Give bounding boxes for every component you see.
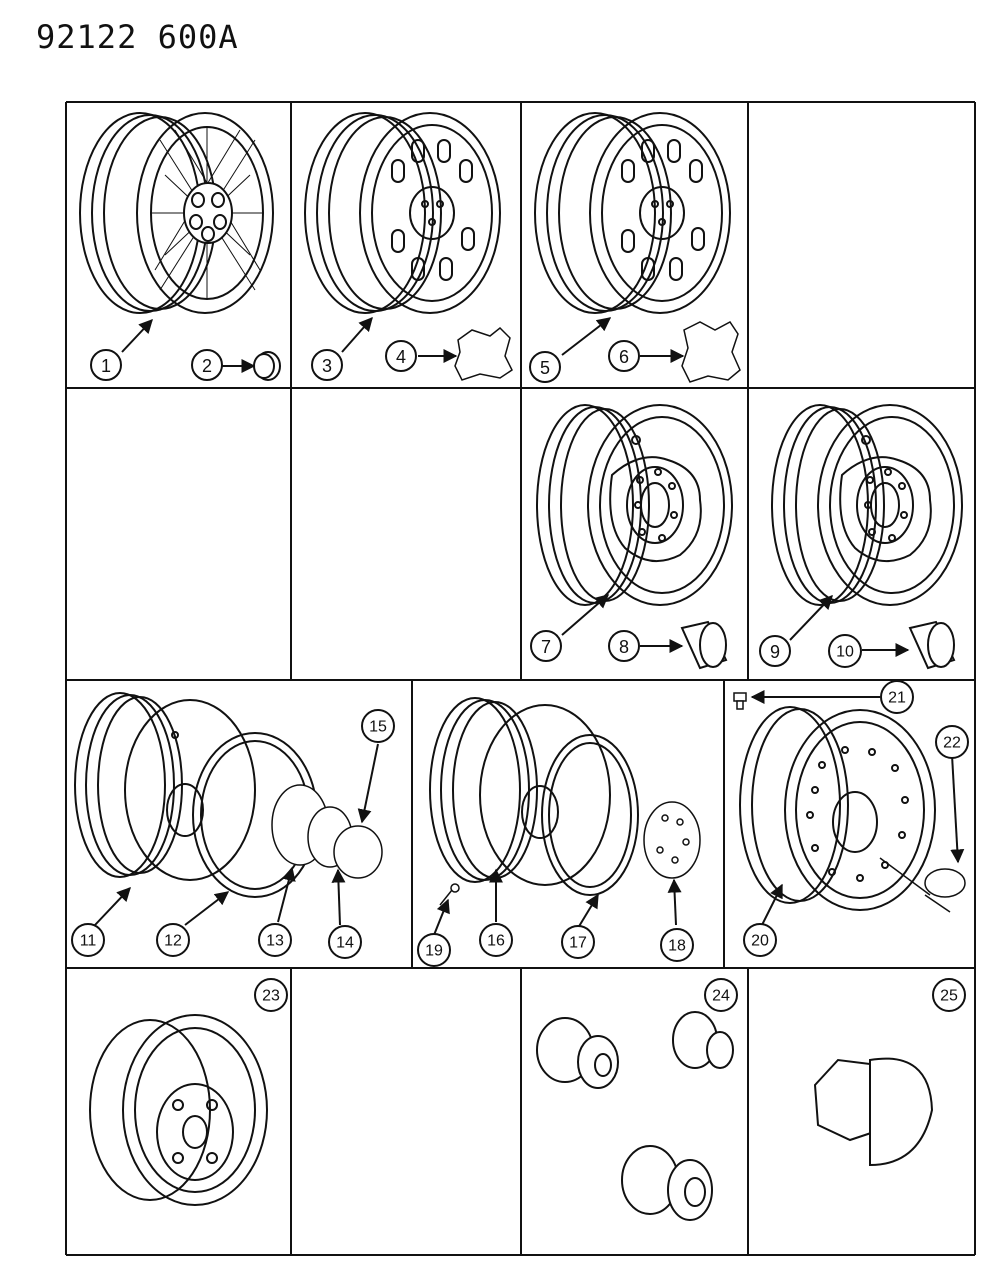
callout-label-11: 11 (80, 933, 97, 950)
callout-17 (561, 925, 595, 959)
callout-label-17: 17 (569, 935, 587, 952)
wire-wheel (79, 112, 274, 314)
callout-label-6: 6 (619, 347, 629, 367)
callout-label-12: 12 (164, 933, 182, 950)
callout-label-16: 16 (487, 933, 505, 950)
callout-label-22: 22 (943, 735, 961, 752)
callout-label-10: 10 (836, 644, 854, 661)
callout-13 (258, 923, 292, 957)
hub-cover (271, 784, 383, 879)
callout-group (94, 316, 965, 936)
callout-3 (311, 349, 343, 381)
steel-wheel-trim (74, 692, 256, 881)
screw (439, 883, 460, 906)
callout-label-23: 23 (262, 988, 280, 1005)
callout-23 (254, 978, 288, 1012)
callout-16 (479, 923, 513, 957)
cast-wheel-alt (534, 112, 731, 314)
callout-18 (660, 928, 694, 962)
center-cap-small (253, 351, 281, 381)
steel-wheel-alt (771, 404, 963, 606)
callout-7 (530, 630, 562, 662)
callout-label-2: 2 (202, 356, 212, 376)
callout-6 (608, 340, 640, 372)
callout-label-15: 15 (369, 719, 387, 736)
callout-11 (71, 923, 105, 957)
callout-label-3: 3 (322, 356, 332, 376)
cast-wheel (304, 112, 501, 314)
lug-nut-set (536, 1011, 734, 1221)
center-cap-decal (454, 326, 513, 381)
steel-wheel (536, 404, 733, 606)
lock-assembly (879, 857, 966, 913)
callout-14 (328, 925, 362, 959)
grid-frame (65, 101, 976, 1256)
callout-5 (529, 351, 561, 383)
callout-4 (385, 340, 417, 372)
callout-label-9: 9 (770, 642, 780, 662)
callout-9 (759, 635, 791, 667)
callout-label-19: 19 (425, 943, 443, 960)
acorn-nut (813, 1057, 934, 1167)
diagram-number: 92122 600A (36, 18, 239, 56)
trim-ring-alt (541, 734, 639, 896)
callout-24 (704, 978, 738, 1012)
callout-12 (156, 923, 190, 957)
callout-label-25: 25 (940, 988, 958, 1005)
callout-21 (880, 680, 914, 714)
spare-wheel (89, 1014, 268, 1206)
center-cap-cylinder (680, 620, 728, 670)
callout-label-4: 4 (396, 347, 406, 367)
callout-25 (932, 978, 966, 1012)
callout-label-18: 18 (668, 938, 686, 955)
center-cap-cylinder-alt (908, 620, 956, 670)
callout-22 (935, 725, 969, 759)
callout-20 (743, 923, 777, 957)
callout-1 (90, 349, 122, 381)
callout-15 (361, 709, 395, 743)
bolt (733, 692, 747, 710)
steel-wheel-trim-alt (429, 697, 611, 886)
callout-label-7: 7 (541, 637, 551, 657)
callout-label-13: 13 (266, 933, 284, 950)
callout-label-1: 1 (101, 356, 111, 376)
callout-8 (608, 630, 640, 662)
callout-19 (417, 933, 451, 967)
callout-2 (191, 349, 223, 381)
callout-label-8: 8 (619, 637, 629, 657)
hub-cover-alt (643, 801, 701, 879)
center-cap-decal-alt (681, 321, 741, 383)
callout-label-20: 20 (751, 933, 769, 950)
steel-wheel-lug (739, 706, 936, 911)
callout-label-24: 24 (712, 988, 730, 1005)
callout-label-5: 5 (540, 358, 550, 378)
callout-label-14: 14 (336, 935, 354, 952)
callout-label-21: 21 (888, 690, 906, 707)
callout-10 (828, 634, 862, 668)
